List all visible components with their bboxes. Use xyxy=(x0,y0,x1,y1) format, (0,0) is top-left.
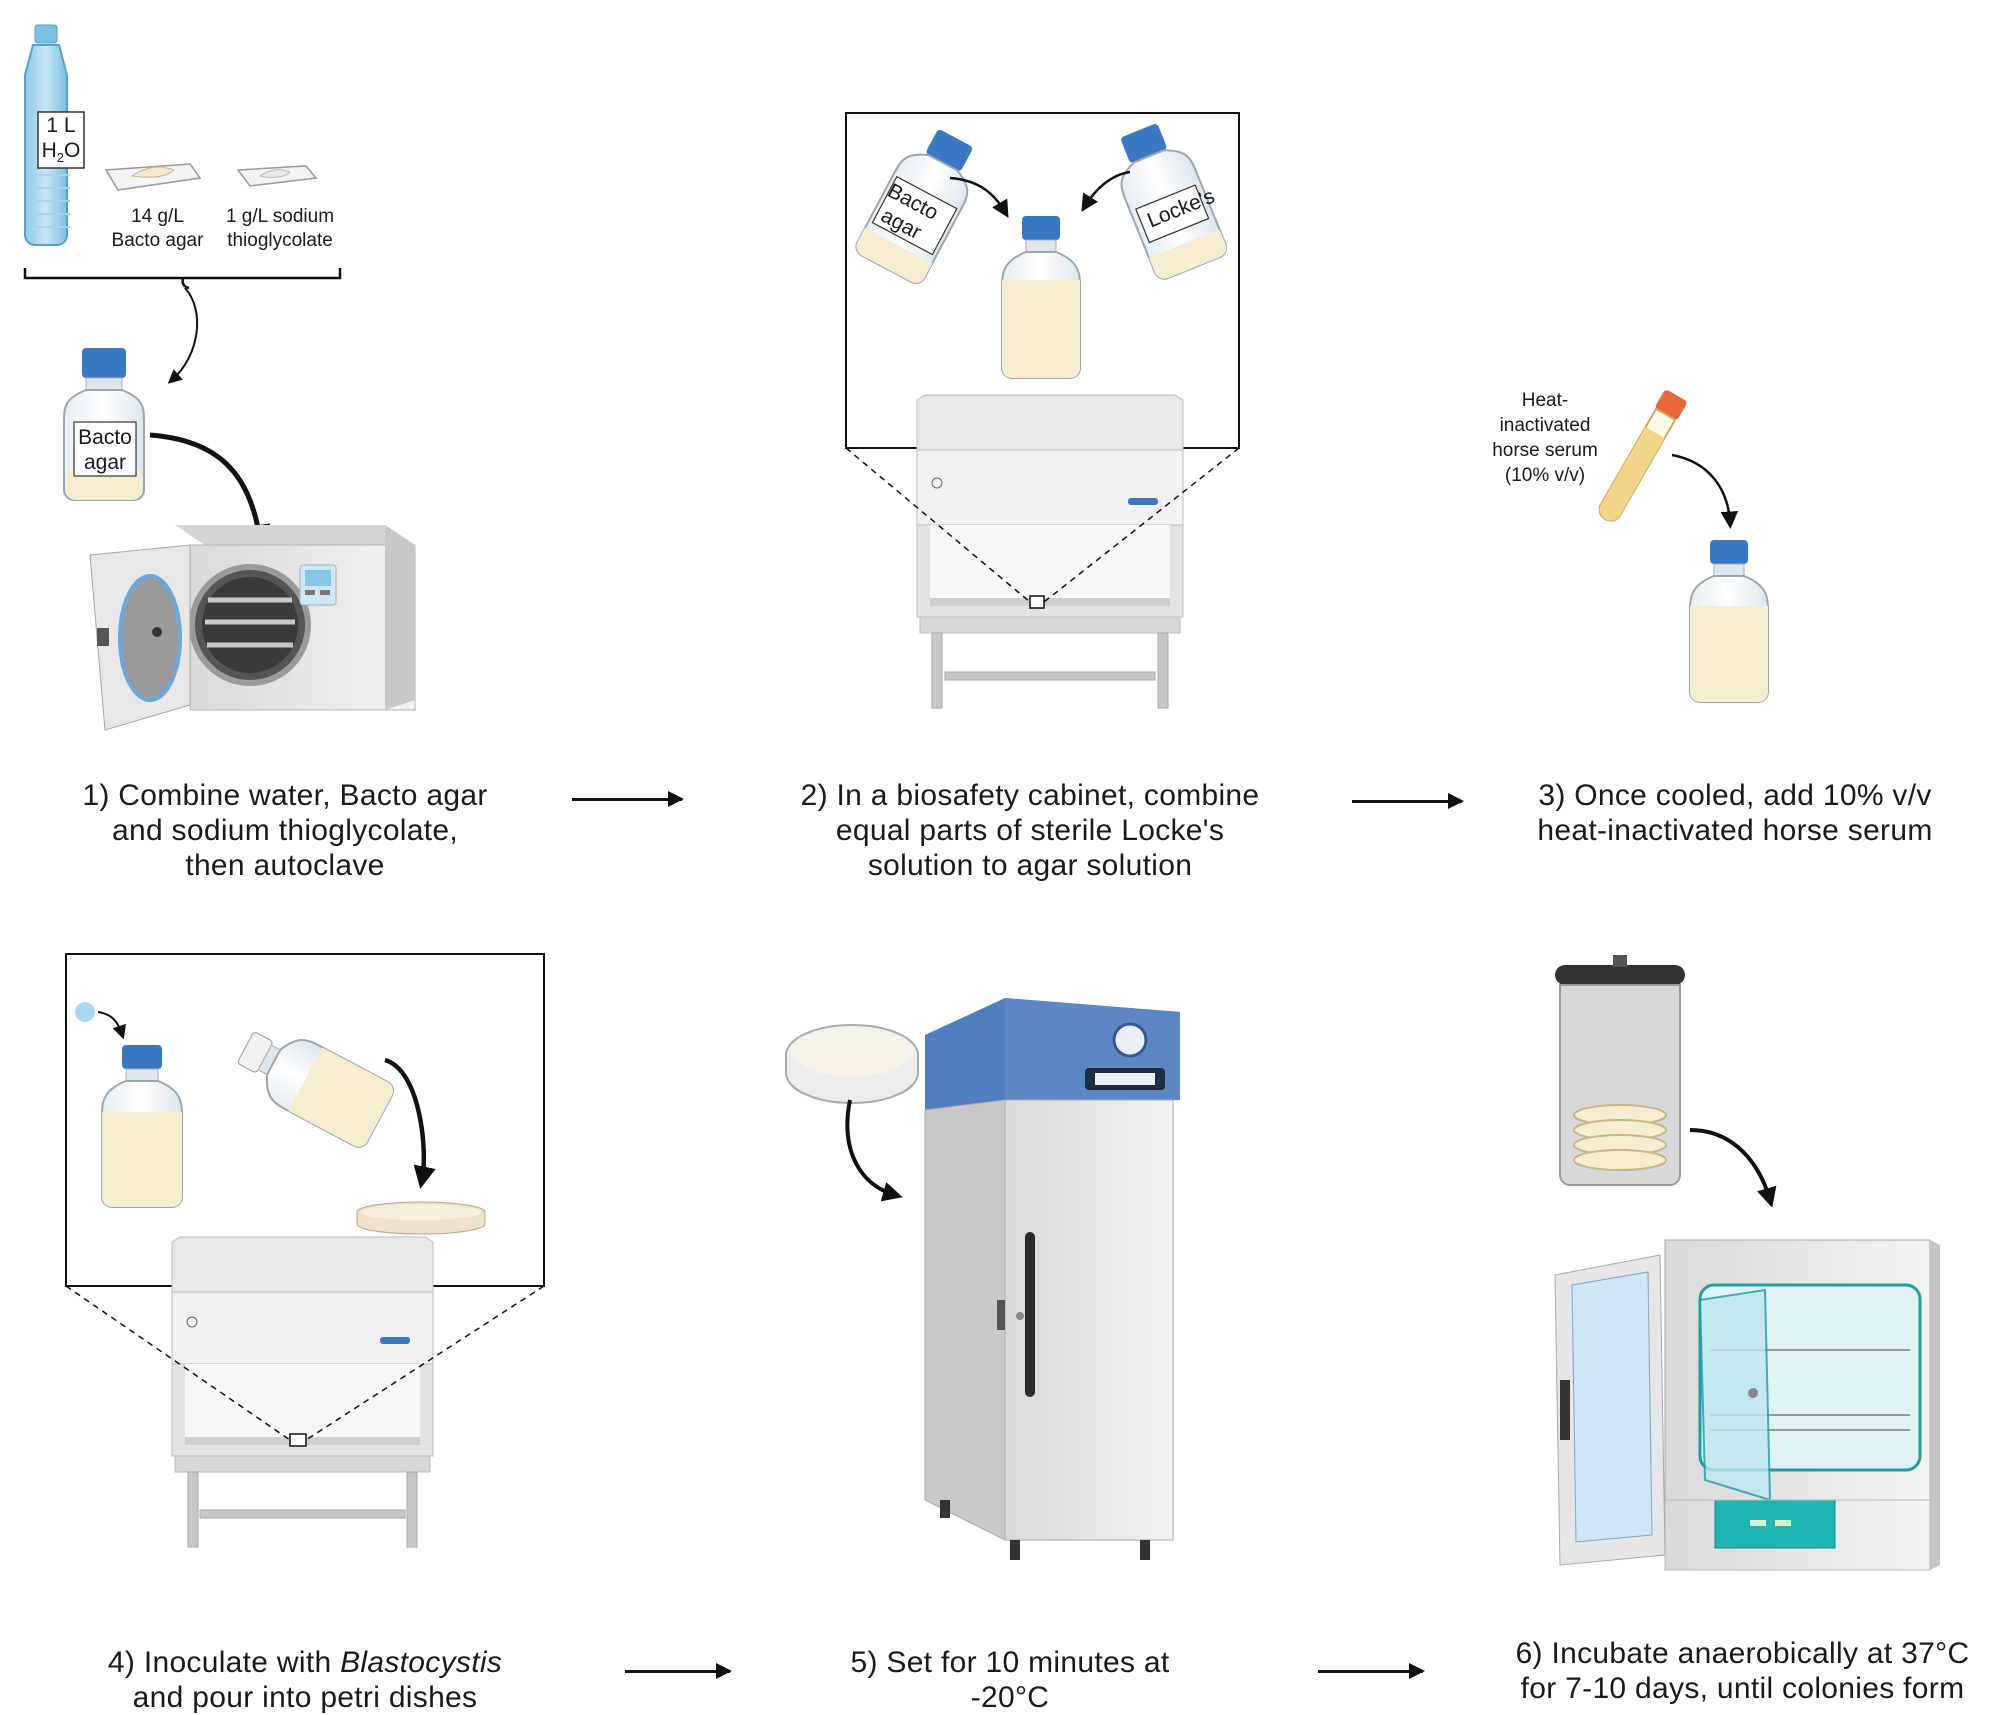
serum-line3: horse serum xyxy=(1492,440,1598,461)
bacto-label-line1: Bacto xyxy=(78,426,132,449)
agar-weigh-boat xyxy=(104,163,202,191)
serum-to-bottle-arrow xyxy=(1671,453,1739,529)
bacto-agar-bottle xyxy=(63,348,145,501)
dish-to-freezer-arrow xyxy=(845,1099,903,1202)
bacto-to-bottle-arrow xyxy=(949,176,1009,219)
petri-dish-step4 xyxy=(356,1201,486,1235)
serum-line1: Heat- xyxy=(1521,390,1569,411)
petri-dish-stack xyxy=(785,1024,919,1104)
step3-num: 3) xyxy=(1538,779,1566,812)
incubator xyxy=(1554,1239,1940,1571)
bacto-agar-tilted-bottle xyxy=(855,129,973,284)
anaerobic-jar xyxy=(1555,955,1685,1186)
step2-line2: equal parts of sterile Locke's xyxy=(835,814,1225,847)
step2-num: 2) xyxy=(800,779,828,812)
biosafety-cabinet-step2 xyxy=(916,394,1184,709)
biosafety-cabinet-step4 xyxy=(171,1236,434,1548)
pour-arrow xyxy=(384,1057,436,1189)
bracket-arrow xyxy=(167,287,198,384)
arrow-5-to-6 xyxy=(1318,1663,1425,1679)
step5-line1: Set for 10 minutes at xyxy=(886,1646,1170,1679)
droplet-arrow xyxy=(97,1011,126,1040)
step2-line1: In a biosafety cabinet, combine xyxy=(836,779,1260,812)
step1-line3: then autoclave xyxy=(185,849,385,882)
step4-line2: and pour into petri dishes xyxy=(132,1681,478,1714)
water-bottle-h: H xyxy=(41,139,57,162)
step1-caption: 1) Combine water, Bacto agar and sodium … xyxy=(40,778,530,883)
step1-line1: Combine water, Bacto agar xyxy=(118,779,488,812)
step6-line1: Incubate anaerobically at 37°C xyxy=(1551,1637,1970,1670)
water-bottle-sub: 2 xyxy=(56,150,65,166)
water-bottle-o: O xyxy=(64,139,81,162)
step4-num: 4) xyxy=(107,1646,136,1679)
step3-line2: heat-inactivated horse serum xyxy=(1537,814,1933,847)
serum-tube xyxy=(1598,390,1687,522)
bacto-label-line2: agar xyxy=(83,451,127,474)
step1-num: 1) xyxy=(82,779,110,812)
agar-name: Bacto agar xyxy=(111,230,204,251)
bracket-line xyxy=(23,268,342,290)
step2-caption: 2) In a biosafety cabinet, combine equal… xyxy=(770,778,1290,883)
step4-caption: 4) Inoculate with Blastocystis and pour … xyxy=(60,1645,550,1715)
pouring-bottle xyxy=(237,1032,395,1148)
arrow-2-to-3 xyxy=(1352,793,1464,809)
autoclave xyxy=(89,525,416,731)
step4-line1-pre: Inoculate with xyxy=(143,1646,341,1679)
agar-amount-label: 14 g/L Bacto agar xyxy=(95,205,220,253)
inoculation-bottle xyxy=(101,1045,183,1208)
thioglycolate-weigh-boat xyxy=(236,165,318,187)
water-bottle-label: 1 L H2O xyxy=(38,113,84,170)
arrow-4-to-5 xyxy=(625,1663,732,1679)
bottle-to-autoclave-arrow xyxy=(149,432,271,550)
step5-num: 5) xyxy=(850,1646,878,1679)
thio-name: thioglycolate xyxy=(227,230,333,251)
mixed-agar-bottle xyxy=(1001,216,1081,379)
step1-line2: and sodium thioglycolate, xyxy=(111,814,459,847)
freezer xyxy=(924,998,1180,1560)
jar-to-incubator-arrow xyxy=(1689,1128,1777,1208)
step6-num: 6) xyxy=(1515,1637,1543,1670)
serum-label: Heat- inactivated horse serum (10% v/v) xyxy=(1475,388,1615,488)
water-bottle xyxy=(24,24,85,246)
zoom-lines-step2 xyxy=(845,447,1240,603)
step6-line2: for 7-10 days, until colonies form xyxy=(1520,1672,1965,1705)
water-bottle-line1: 1 L xyxy=(46,114,76,137)
thio-amount: 1 g/L sodium xyxy=(225,206,335,227)
lockes-to-bottle-arrow xyxy=(1081,170,1131,212)
zoom-lines-step4 xyxy=(65,1285,545,1441)
step3-caption: 3) Once cooled, add 10% v/v heat-inactiv… xyxy=(1505,778,1965,848)
step6-caption: 6) Incubate anaerobically at 37°C for 7-… xyxy=(1490,1636,1995,1706)
step3-line1: Once cooled, add 10% v/v xyxy=(1574,779,1932,812)
step4-organism: Blastocystis xyxy=(340,1646,503,1679)
step5-caption: 5) Set for 10 minutes at -20°C xyxy=(810,1645,1210,1715)
serum-agar-bottle xyxy=(1689,540,1769,703)
step5-line2: -20°C xyxy=(970,1681,1050,1714)
bacto-agar-bottle-label: Bacto agar xyxy=(74,425,136,475)
serum-line2: inactivated xyxy=(1499,415,1591,436)
arrow-1-to-2 xyxy=(572,791,684,807)
step2-line3: solution to agar solution xyxy=(867,849,1193,882)
thio-amount-label: 1 g/L sodium thioglycolate xyxy=(210,205,350,253)
lockes-tilted-bottle xyxy=(1120,124,1228,280)
agar-amount: 14 g/L xyxy=(131,206,184,227)
serum-line4: (10% v/v) xyxy=(1504,465,1586,486)
blastocystis-droplet-icon xyxy=(75,1002,95,1022)
